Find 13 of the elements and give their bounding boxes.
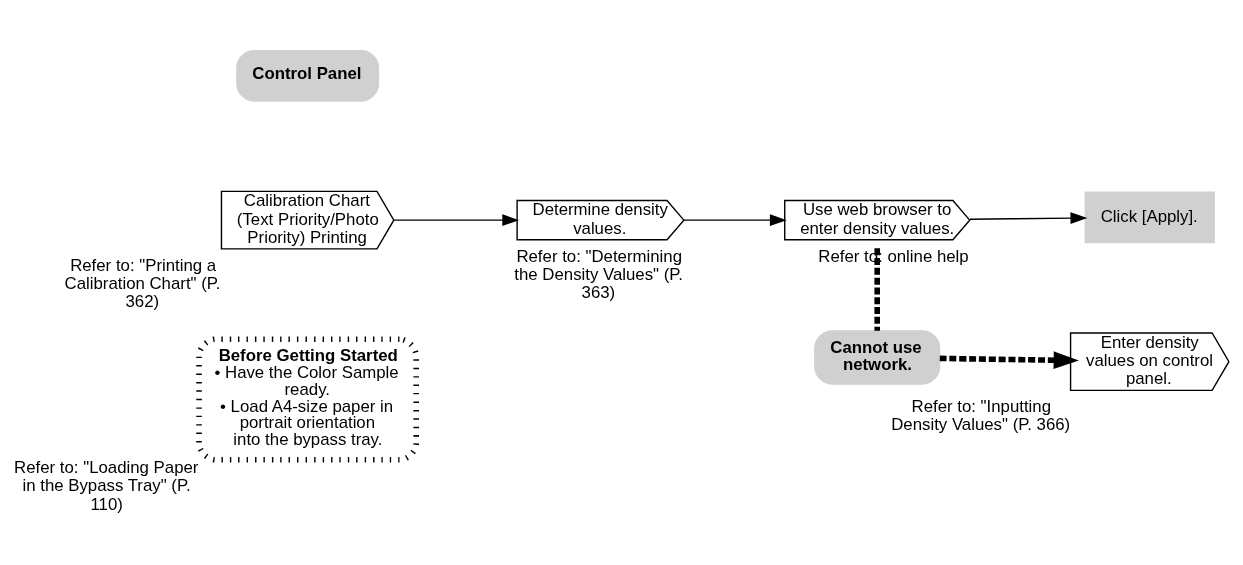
node-label: Refer to: "Printing a Calibration Chart" (P. 362) (64, 255, 221, 312)
arrow (939, 351, 1079, 370)
arrow (969, 212, 1088, 225)
connector (874, 248, 880, 331)
node-box: Cannot use network. (814, 330, 941, 385)
node-box: Click [Apply]. (1084, 191, 1215, 244)
node-label: Refer to: "Determining the Density Values" (P. 363) (514, 246, 684, 303)
node-label: Refer to: "Loading Paper in the Bypass Tray" (P. 110) (14, 458, 199, 514)
node-label: Refer to: "Inputting Density Values" (P. 366) (891, 397, 1071, 435)
node-box: Control Panel (236, 49, 380, 102)
node-box: Before Getting Started • Have the Color Sample ready. • Load A4-size paper in portrait orientation into the bypass tray. (196, 336, 420, 463)
arrow (683, 214, 787, 227)
arrow (393, 214, 520, 227)
